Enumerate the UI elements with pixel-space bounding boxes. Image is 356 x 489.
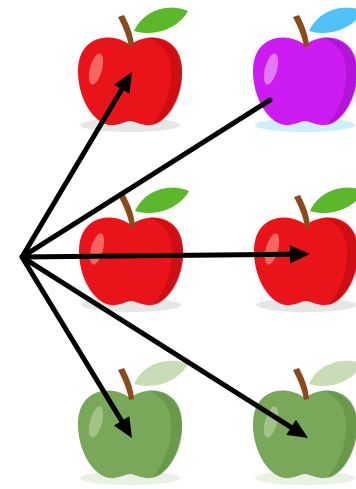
leaf-icon <box>310 188 356 213</box>
arrow-shaft <box>22 254 296 257</box>
leaf-icon <box>135 188 189 213</box>
leaf-icon <box>134 8 188 33</box>
apple-red-middle-left <box>79 188 189 312</box>
leaf-icon <box>134 361 188 386</box>
leaf-icon <box>309 8 356 33</box>
leaf-icon <box>309 361 356 386</box>
apple-red-top-left <box>78 8 188 132</box>
apple-green-bottom-right <box>253 361 356 485</box>
apple-purple-top-right <box>253 8 356 132</box>
apple-red-middle-right <box>254 188 356 312</box>
